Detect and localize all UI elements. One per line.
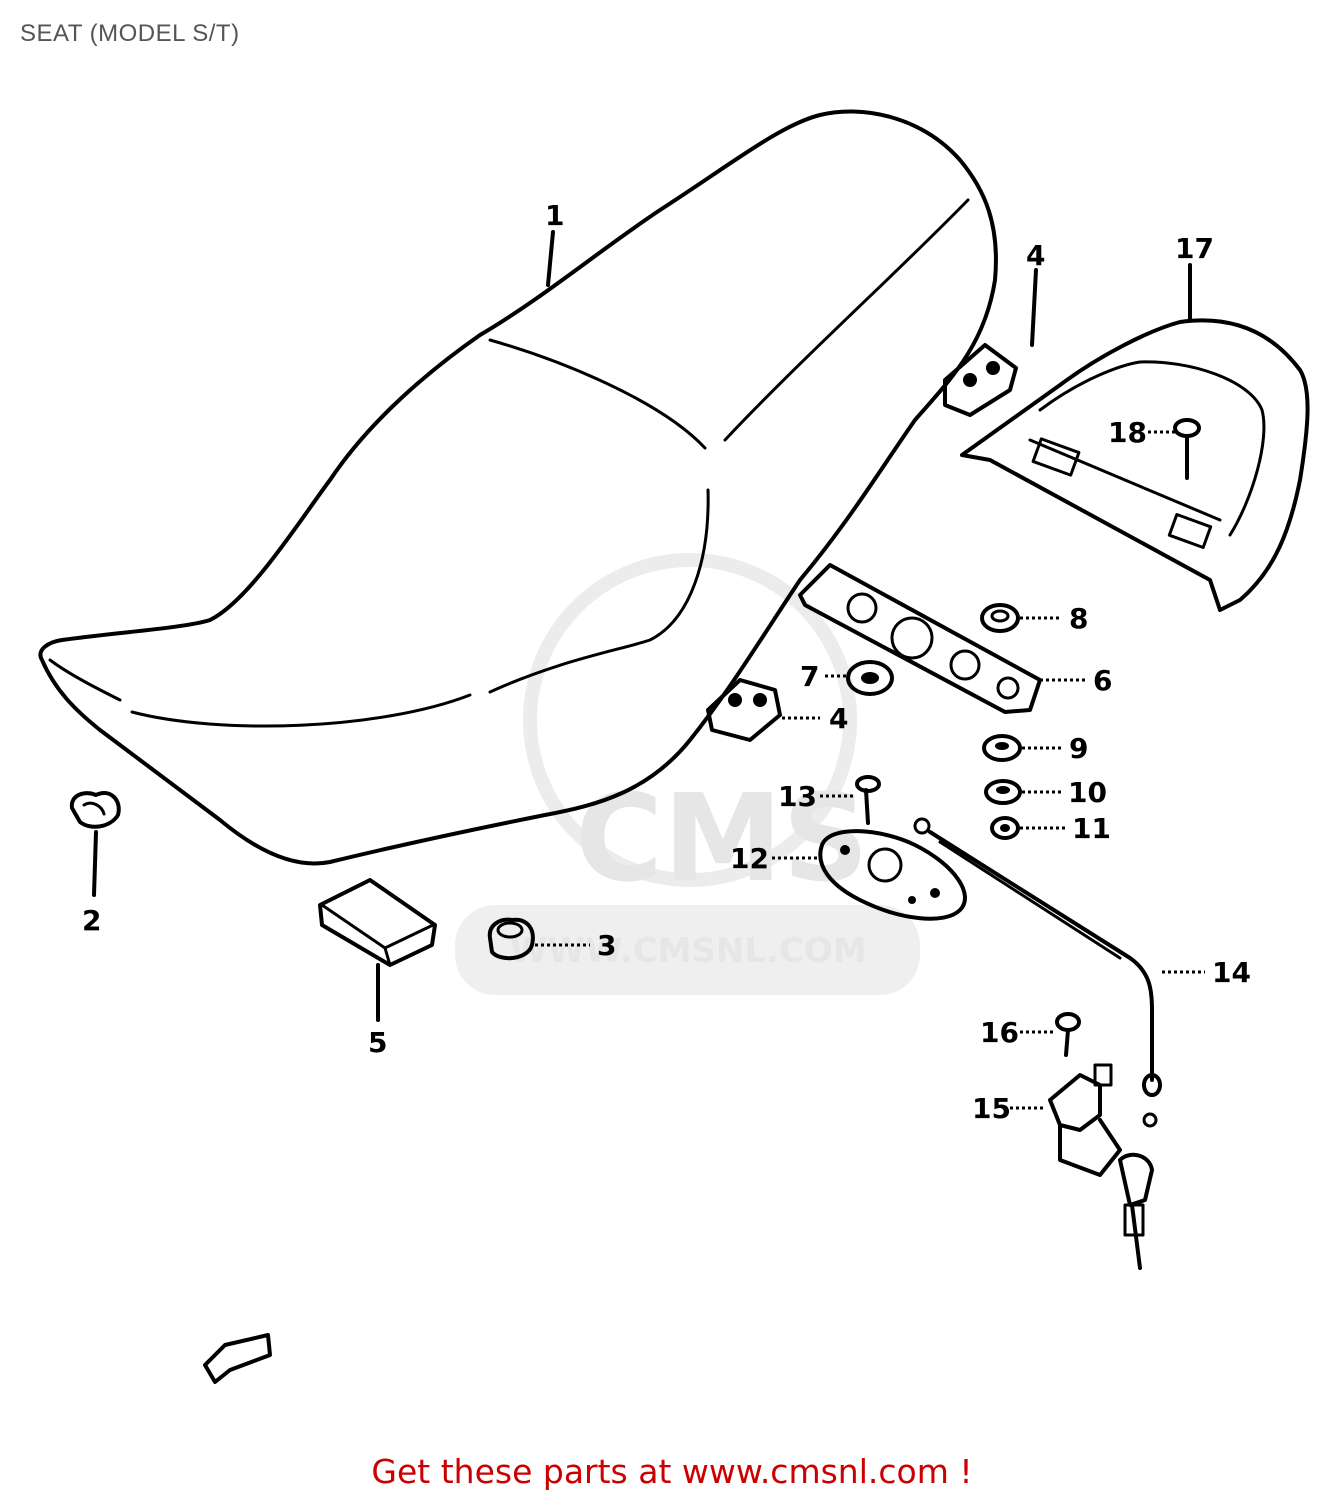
part-9-washer [982, 734, 1022, 762]
part-14-cable [913, 817, 1162, 1128]
part-4-lower-cushion [706, 678, 782, 742]
callout-3: 3 [597, 929, 616, 962]
part-4-upper-cushion [943, 343, 1018, 417]
callout-13: 13 [778, 780, 817, 813]
part-5-pad [318, 878, 437, 967]
callout-17: 17 [1175, 232, 1214, 265]
callout-11: 11 [1072, 812, 1111, 845]
callout-9: 9 [1069, 732, 1088, 765]
part-8-washer [980, 603, 1020, 633]
part-15-lock [1048, 1063, 1154, 1270]
part-16-screw [1055, 1012, 1081, 1057]
callout-1: 1 [545, 199, 564, 232]
part-7-nut [846, 660, 894, 696]
footer-link-text[interactable]: Get these parts at www.cmsnl.com ! [371, 1452, 973, 1491]
callout-14: 14 [1212, 956, 1251, 989]
part-6-bracket [798, 563, 1042, 714]
callout-12: 12 [730, 842, 769, 875]
callout-4-lower: 4 [829, 702, 848, 735]
callout-7: 7 [800, 660, 819, 693]
callout-6: 6 [1093, 664, 1112, 697]
part-2-clip [69, 791, 121, 829]
part-3-cushion [487, 917, 535, 961]
callout-15: 15 [972, 1092, 1011, 1125]
callout-2: 2 [82, 904, 101, 937]
part-17-rear-cover [960, 318, 1310, 612]
part-13-bolt [855, 775, 881, 825]
part-1-seat [38, 109, 998, 866]
watermark: CMS WWW.CMSNL.COM [455, 553, 920, 995]
callout-18: 18 [1108, 416, 1147, 449]
part-12-lock-plate [818, 829, 967, 921]
front-arrow-icon [203, 1333, 272, 1384]
callout-10: 10 [1068, 776, 1107, 809]
leader-lines [92, 230, 1205, 1110]
watermark-url: WWW.CMSNL.COM [510, 931, 867, 971]
callouts: 1 2 3 4 4 5 6 7 8 9 10 11 12 13 14 15 16… [82, 199, 1251, 1125]
callout-5: 5 [368, 1026, 387, 1059]
callout-16: 16 [980, 1016, 1019, 1049]
part-18-bolt [1173, 418, 1201, 480]
part-10-washer [984, 779, 1022, 805]
diagram-title: SEAT (MODEL S/T) [20, 20, 240, 47]
part-11-nut [990, 816, 1020, 840]
callout-8: 8 [1069, 602, 1088, 635]
callout-4-upper: 4 [1026, 239, 1045, 272]
